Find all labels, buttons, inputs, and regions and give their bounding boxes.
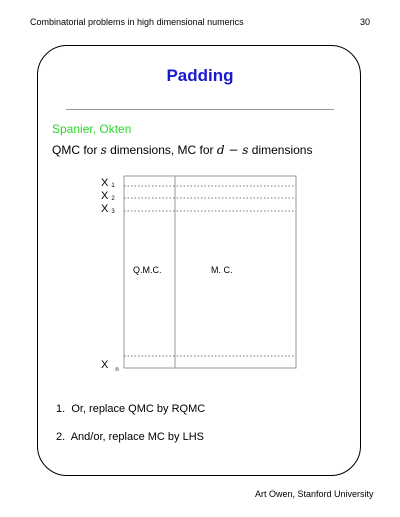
var-d: d [216, 143, 225, 157]
slide-frame [37, 45, 361, 476]
list-item-text: And/or, replace MC by LHS [70, 431, 204, 443]
desc-part1: QMC for [52, 143, 101, 157]
desc-part3: dimensions [248, 143, 313, 157]
header-title: Combinatorial problems in high dimension… [30, 17, 244, 27]
diagram-box [123, 175, 297, 369]
mc-label: M. C. [211, 265, 233, 275]
list-item: 2. And/or, replace MC by LHS [56, 431, 204, 443]
list-item-number: 1. [56, 403, 66, 415]
list-item: 1. Or, replace QMC by RQMC [56, 403, 205, 415]
footer-credit: Art Owen, Stanford University [255, 489, 374, 499]
description-line: QMC for s dimensions, MC for d − s dimen… [52, 143, 312, 157]
title-divider [66, 109, 334, 110]
slide-title: Padding [166, 66, 234, 85]
qmc-label: Q.M.C. [133, 265, 162, 275]
authors-line: Spanier, Okten [52, 122, 132, 136]
list-item-number: 2. [56, 431, 66, 443]
var-s: s [100, 143, 107, 157]
var-s2: s [242, 143, 249, 157]
desc-part2: dimensions, MC for [106, 143, 217, 157]
minus-sign: − [224, 143, 243, 157]
page-number: 30 [360, 17, 371, 27]
list-item-text: Or, replace QMC by RQMC [71, 403, 206, 415]
